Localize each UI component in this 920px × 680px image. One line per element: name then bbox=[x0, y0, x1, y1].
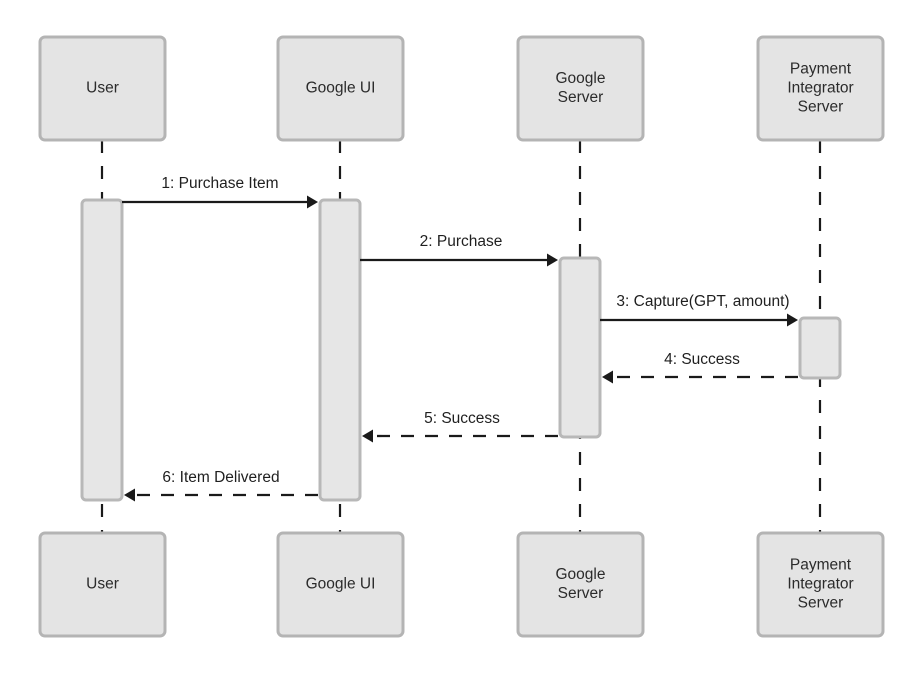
participant-footer-label-payment-integrator-server: Server bbox=[798, 595, 844, 612]
participant-header-user: User bbox=[38, 35, 167, 142]
participant-footer-user: User bbox=[38, 531, 167, 638]
message-label-6: 6: Item Delivered bbox=[162, 469, 279, 486]
participant-footer-rect-user bbox=[38, 531, 167, 638]
participant-footer-google-ui: Google UI bbox=[276, 531, 405, 638]
participant-footer-label-google-ui: Google UI bbox=[306, 576, 376, 593]
participant-footer-rect-google-server bbox=[516, 531, 645, 638]
message-label-4: 4: Success bbox=[664, 351, 740, 368]
participant-footer-label-google-server: Google bbox=[556, 566, 606, 583]
message-5: 5: Success bbox=[362, 410, 558, 443]
message-label-5: 5: Success bbox=[424, 410, 500, 427]
participant-footer-rect-payment-integrator-server bbox=[756, 531, 885, 638]
participant-header-rect-google-ui bbox=[276, 35, 405, 142]
participant-header-google-ui: Google UI bbox=[276, 35, 405, 142]
participant-footer-label-user: User bbox=[86, 576, 119, 593]
participant-header-label-google-server: Google bbox=[556, 70, 606, 87]
activation-layer bbox=[80, 198, 842, 502]
message-label-2: 2: Purchase bbox=[420, 233, 503, 250]
activation-google-ui bbox=[318, 198, 362, 502]
activation-payment-integrator-server bbox=[798, 316, 842, 380]
message-2: 2: Purchase bbox=[360, 233, 558, 267]
message-arrowhead-1 bbox=[307, 195, 318, 209]
participant-header-label-google-server: Server bbox=[558, 89, 604, 106]
activation-google-server bbox=[558, 256, 602, 439]
participant-footer-label-payment-integrator-server: Integrator bbox=[787, 576, 853, 593]
participant-header-rect-google-server bbox=[516, 35, 645, 142]
participant-header-label-user: User bbox=[86, 80, 119, 97]
participant-footer-label-payment-integrator-server: Payment bbox=[790, 557, 852, 574]
participant-header-rect-payment-integrator-server bbox=[756, 35, 885, 142]
participant-footer-rect-google-ui bbox=[276, 531, 405, 638]
message-3: 3: Capture(GPT, amount) bbox=[600, 293, 798, 327]
message-arrowhead-2 bbox=[547, 253, 558, 267]
message-layer: 1: Purchase Item 2: Purchase 3: Capture(GP… bbox=[122, 175, 798, 502]
message-1: 1: Purchase Item bbox=[122, 175, 318, 209]
participant-header-label-payment-integrator-server: Integrator bbox=[787, 80, 853, 97]
participant-header-label-payment-integrator-server: Payment bbox=[790, 61, 852, 78]
participant-footer-label-google-server: Server bbox=[558, 585, 604, 602]
message-arrowhead-3 bbox=[787, 313, 798, 327]
participant-header-label-google-ui: Google UI bbox=[306, 80, 376, 97]
participant-header-rect-user bbox=[38, 35, 167, 142]
activation-user bbox=[80, 198, 124, 502]
message-arrowhead-6 bbox=[124, 488, 135, 502]
message-6: 6: Item Delivered bbox=[124, 469, 318, 502]
message-4: 4: Success bbox=[602, 351, 798, 384]
participant-header-label-payment-integrator-server: Server bbox=[798, 99, 844, 116]
message-label-1: 1: Purchase Item bbox=[161, 175, 278, 192]
message-arrowhead-4 bbox=[602, 370, 613, 384]
message-arrowhead-5 bbox=[362, 429, 373, 443]
message-label-3: 3: Capture(GPT, amount) bbox=[616, 293, 789, 310]
